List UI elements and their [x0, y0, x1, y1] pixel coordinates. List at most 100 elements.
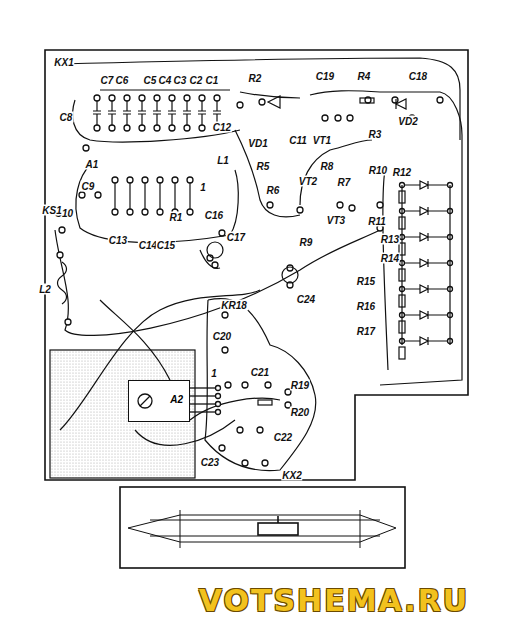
part-label: R2 — [248, 73, 263, 84]
part-label: C13 — [108, 235, 128, 246]
solder-pad — [109, 125, 115, 131]
part-symbol — [140, 396, 150, 406]
solder-pad — [157, 177, 163, 183]
parts — [58, 96, 451, 412]
solder-pad — [59, 227, 65, 233]
part-label: R19 — [290, 380, 310, 391]
part-label: C8 — [59, 112, 74, 123]
solder-pad — [437, 97, 443, 103]
part-symbol — [268, 96, 406, 109]
watermark: VOTSHEMA.RU — [199, 583, 469, 618]
part-symbol — [93, 101, 101, 125]
traces — [55, 58, 462, 471]
solder-pad — [138, 394, 152, 408]
part-label: R15 — [356, 276, 376, 287]
solder-pad — [216, 410, 221, 415]
part-label: C16 — [204, 210, 224, 221]
solder-pad — [216, 402, 221, 407]
solder-pad — [257, 427, 263, 433]
part-label: 1 — [199, 182, 207, 193]
solder-pad — [169, 125, 175, 131]
part-label: C9 — [81, 181, 96, 192]
solder-pad — [237, 102, 243, 108]
part-label: C20 — [212, 331, 232, 342]
part-symbol — [129, 183, 130, 209]
part-label: C3 — [173, 75, 188, 86]
solder-pad — [169, 95, 175, 101]
part-symbol — [258, 400, 272, 405]
solder-pad — [282, 267, 298, 283]
part-symbol — [405, 233, 447, 241]
part-symbol — [405, 259, 447, 267]
solder-pad — [242, 382, 248, 388]
part-symbol — [405, 337, 447, 345]
part-label: C18 — [408, 71, 428, 82]
pads — [57, 95, 453, 466]
screw-symbol — [129, 381, 157, 421]
solder-pad — [124, 125, 130, 131]
part-label: VT2 — [298, 176, 318, 187]
part-label: R5 — [256, 161, 271, 172]
solder-pad — [212, 262, 218, 268]
part-label: R3 — [368, 129, 383, 140]
solder-pad — [57, 252, 63, 258]
part-symbol — [174, 183, 175, 209]
part-label: A1 — [85, 159, 100, 170]
part-label: C22 — [273, 432, 293, 443]
solder-pad — [219, 230, 225, 236]
part-label: C6 — [115, 75, 130, 86]
part-symbol — [183, 101, 191, 125]
part-symbol — [405, 311, 447, 319]
part-symbol — [153, 101, 161, 125]
part-label: C11 — [288, 135, 308, 146]
solder-pad — [65, 319, 71, 325]
part-label: R8 — [320, 161, 335, 172]
solder-pad — [222, 347, 228, 353]
solder-pad — [94, 125, 100, 131]
part-label: C21 — [250, 367, 270, 378]
solder-pad — [349, 205, 355, 211]
part-label: R4 — [357, 71, 372, 82]
part-symbol — [108, 101, 116, 125]
solder-pad — [184, 95, 190, 101]
part-symbol — [114, 183, 115, 209]
solder-pad — [199, 125, 205, 131]
solder-pad — [219, 445, 225, 451]
part-label: C1 — [205, 75, 220, 86]
solder-pad — [139, 95, 145, 101]
solder-pad — [242, 460, 248, 466]
module-box: A2 — [128, 380, 190, 422]
part-symbol — [360, 98, 374, 103]
solder-pad — [172, 177, 178, 183]
solder-pad — [287, 265, 293, 271]
solder-pad — [207, 242, 223, 258]
part-label: 1 — [210, 368, 218, 379]
solder-pad — [347, 115, 353, 121]
solder-pad — [259, 99, 265, 105]
part-symbol — [190, 411, 215, 412]
part-label: C15 — [156, 240, 176, 251]
part-label: KR18 — [220, 300, 248, 311]
solder-pad — [184, 125, 190, 131]
heatsink-area — [50, 350, 195, 478]
part-symbol — [168, 101, 176, 125]
solder-pad — [127, 177, 133, 183]
part-label: C17 — [226, 232, 246, 243]
part-label: C2 — [189, 75, 204, 86]
part-symbol — [190, 387, 215, 388]
part-symbol — [405, 207, 447, 215]
solder-pad — [322, 115, 328, 121]
solder-pad — [265, 382, 271, 388]
part-symbol — [189, 183, 190, 209]
solder-pad — [142, 177, 148, 183]
module-label: A2 — [170, 394, 183, 405]
part-label: L1 — [216, 155, 230, 166]
solder-pad — [112, 209, 118, 215]
solder-pad — [199, 95, 205, 101]
solder-pad — [157, 209, 163, 215]
solder-pad — [335, 115, 341, 121]
solder-pad — [127, 209, 133, 215]
part-symbol — [123, 101, 131, 125]
part-label: C5 — [143, 75, 158, 86]
solder-pad — [124, 95, 130, 101]
